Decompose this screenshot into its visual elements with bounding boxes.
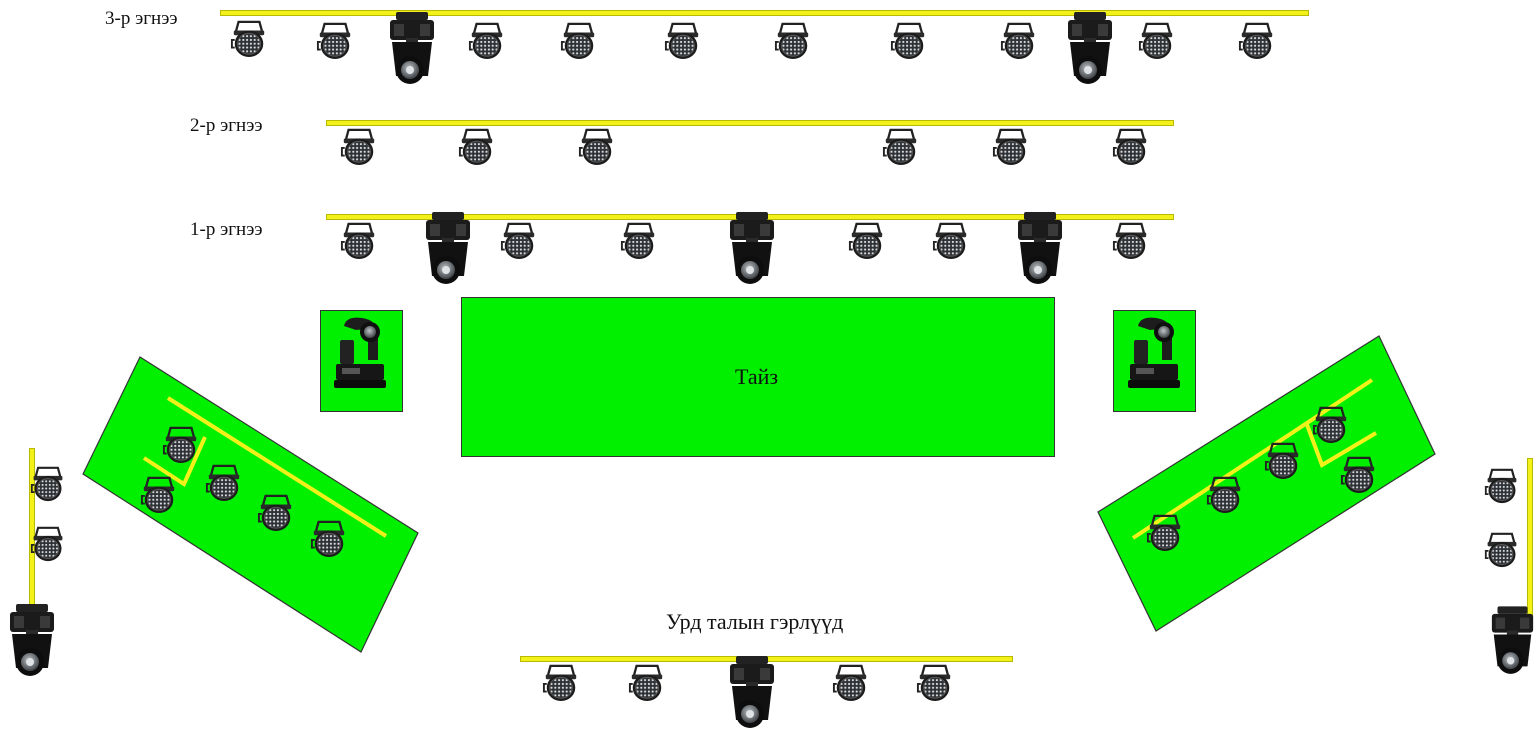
stage-label: Тайз [735, 364, 779, 389]
par-light-icon [1146, 512, 1184, 554]
par-light-icon [30, 524, 66, 564]
row-1-label: 1-р эгнээ [190, 219, 263, 240]
truss-row-3 [220, 10, 1309, 16]
front-lights-label: Урд талын гэрлүүд [666, 609, 844, 634]
truss-row-2 [326, 120, 1174, 126]
par-light-icon [1484, 530, 1520, 570]
par-light-icon [542, 662, 580, 704]
row-3-label: 3-р эгнээ [105, 8, 178, 29]
moving-head-icon [728, 656, 776, 730]
par-light-icon [628, 662, 666, 704]
par-light-icon [1312, 404, 1350, 446]
right-vertical-truss [1527, 458, 1533, 628]
par-light-icon [832, 662, 870, 704]
par-light-icon [30, 464, 66, 504]
stage-area [461, 297, 1055, 457]
par-light-icon [916, 662, 954, 704]
par-light-icon [1264, 440, 1302, 482]
par-light-icon [1206, 474, 1244, 516]
moving-head-icon [8, 604, 56, 678]
par-light-icon [1484, 466, 1520, 506]
row-2-label: 2-р эгнээ [190, 115, 263, 136]
moving-head-icon [1490, 606, 1535, 676]
par-light-icon [1340, 454, 1378, 496]
